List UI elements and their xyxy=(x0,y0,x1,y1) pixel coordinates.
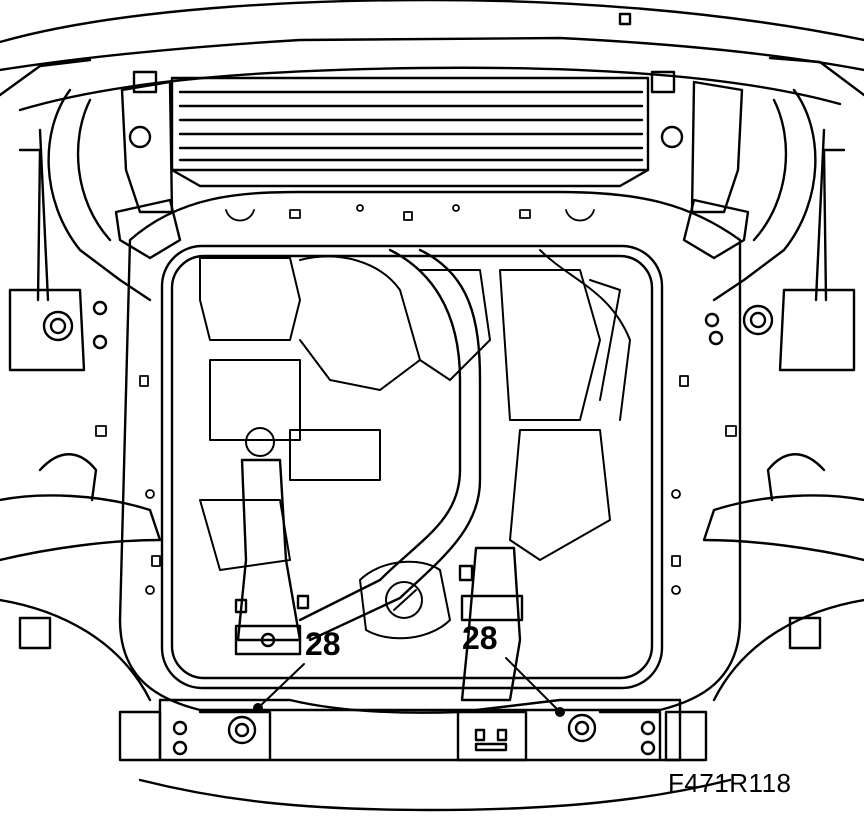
left-engine-mount xyxy=(234,458,310,656)
exhaust-pipe xyxy=(298,248,482,642)
right-side-member xyxy=(702,88,864,562)
left-side-member xyxy=(0,88,162,562)
front-bumper-outline xyxy=(0,0,864,112)
rear-crossmember xyxy=(118,698,708,762)
right-radiator-bracket xyxy=(650,70,750,260)
left-crossmember-bolt xyxy=(227,715,257,745)
right-engine-mount xyxy=(458,546,524,702)
wheel-arches xyxy=(0,598,864,812)
callout-label-right: 28 xyxy=(462,620,498,656)
figure-reference-code: F471R118 xyxy=(668,768,792,798)
subframe-outer xyxy=(118,190,742,712)
callout-leaders xyxy=(253,657,565,717)
frame-holes xyxy=(95,204,737,595)
left-radiator-bracket xyxy=(114,70,182,260)
radiator-core xyxy=(170,76,650,188)
engine-components xyxy=(199,249,631,640)
right-crossmember-bolt xyxy=(567,713,597,743)
callout-label-left: 28 xyxy=(305,626,341,662)
